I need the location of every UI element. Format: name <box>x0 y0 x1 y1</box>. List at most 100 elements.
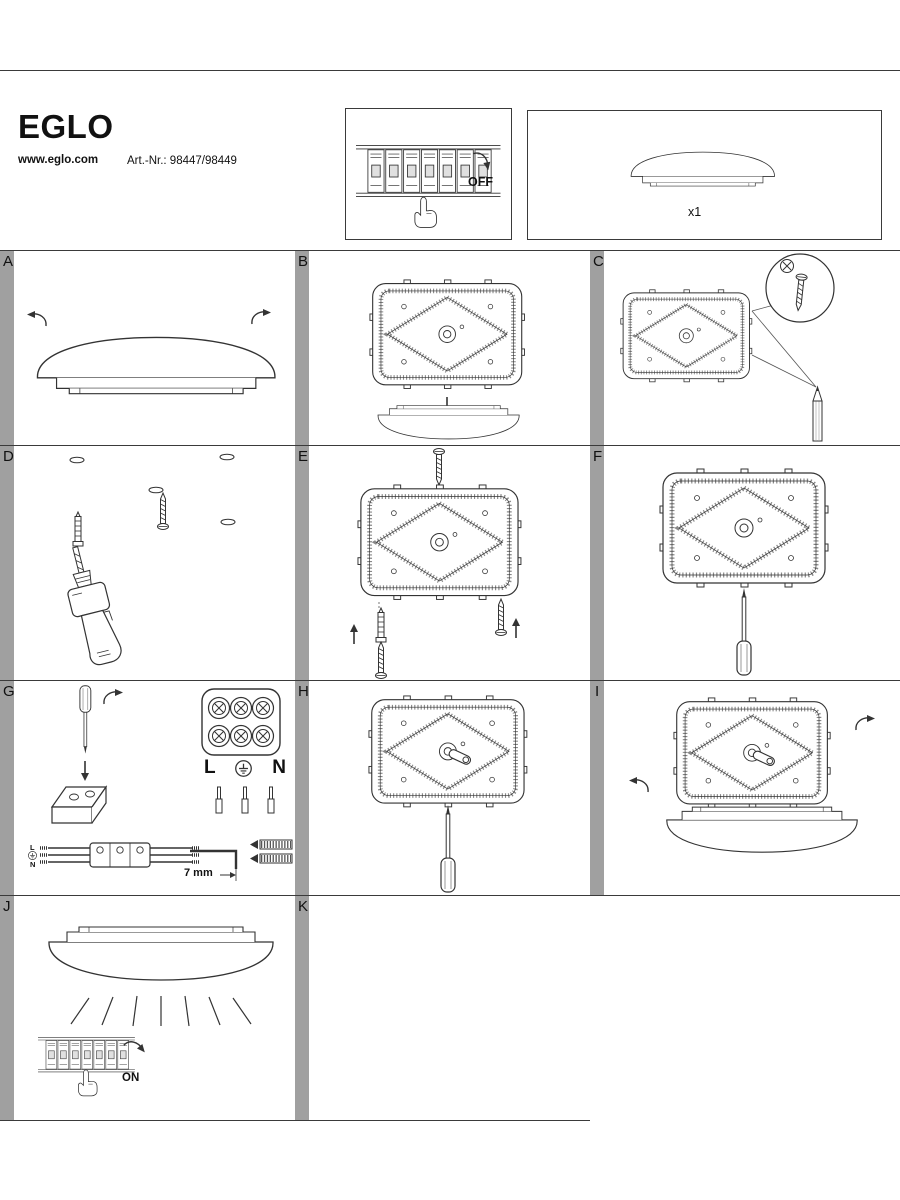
pencil-mark-icon <box>220 518 236 526</box>
earth-ground-icon <box>28 851 37 860</box>
quantity-label: x1 <box>688 205 702 219</box>
separator-bar <box>590 681 604 895</box>
step-label-e: E <box>298 448 309 465</box>
separator-bar <box>295 446 309 680</box>
mounting-backplate-icon <box>618 287 754 384</box>
strip-length-label: 7 mm <box>184 867 213 879</box>
pencil-mark-icon <box>219 453 235 461</box>
screwdriver-icon <box>440 804 456 893</box>
step-label-h: H <box>298 683 309 700</box>
separator-bar <box>295 896 309 1120</box>
power-off-instruction-box: OFF <box>345 108 512 240</box>
separator-bar <box>0 681 14 895</box>
step-label-d: D <box>3 448 14 465</box>
screw-head-symbol-icon <box>780 259 794 273</box>
wall-anchor-icon <box>375 607 387 643</box>
screw-icon <box>157 492 169 530</box>
step-g-panel: L N L N 7 mm <box>14 681 295 894</box>
wire-live-label: L <box>30 843 35 852</box>
step-label-j: J <box>3 898 11 915</box>
pointing-hand-icon <box>414 196 437 228</box>
terminal-neutral-label: N <box>272 757 286 778</box>
brand-logo: EGLO <box>18 108 114 145</box>
screw-icon <box>433 448 445 486</box>
earth-ground-icon <box>235 759 253 777</box>
mounting-backplate-icon <box>674 698 830 808</box>
rotation-arrow-icon <box>855 714 876 731</box>
step-k-panel <box>309 896 590 1119</box>
rotation-arrow-icon <box>251 308 272 325</box>
step-f-panel <box>604 446 900 679</box>
wire-ferrule-icon <box>267 786 275 814</box>
up-arrow-icon <box>511 617 521 639</box>
pencil-icon <box>812 386 823 442</box>
row-rule-3 <box>0 680 900 681</box>
mounting-backplate-icon <box>358 485 521 599</box>
pointing-hand-icon <box>78 1069 98 1097</box>
separator-bar <box>590 251 604 445</box>
ceiling-lamp-icon <box>666 806 858 853</box>
step-j-panel: ON <box>14 896 295 1119</box>
screwdriver-icon <box>736 587 752 676</box>
row-rule-2 <box>0 445 900 446</box>
screwdriver-icon <box>79 685 92 755</box>
mounting-backplate-icon <box>370 280 525 389</box>
step-c-panel <box>604 251 900 444</box>
step-label-g: G <box>3 683 15 700</box>
terminal-block-icon <box>202 689 280 755</box>
step-h-panel <box>309 681 590 894</box>
drill-icon <box>56 541 125 669</box>
terminal-labels: L N <box>204 757 286 779</box>
row-rule-4 <box>0 895 900 896</box>
step-e-panel <box>309 446 590 679</box>
header-top-rule <box>0 70 900 71</box>
separator-bar <box>295 681 309 895</box>
left-arrow-icon <box>250 854 258 863</box>
package-contents-box: x1 <box>527 110 882 240</box>
step-label-k: K <box>298 898 309 915</box>
step-label-i: I <box>595 683 600 700</box>
power-on-label: ON <box>122 1072 140 1084</box>
step-i-panel <box>604 681 900 894</box>
separator-bar <box>590 446 604 680</box>
step-label-b: B <box>298 253 309 270</box>
separator-bar <box>0 896 14 1120</box>
rotation-arrow-icon <box>628 776 649 793</box>
wire-ferrule-icon <box>215 786 223 814</box>
rotation-arrow-icon <box>26 310 47 327</box>
article-number: Art.-Nr.: 98447/98449 <box>127 155 237 167</box>
separator-bar <box>295 251 309 445</box>
mounting-backplate-icon <box>369 696 527 807</box>
left-arrow-icon <box>250 840 258 849</box>
screw-icon <box>375 641 387 679</box>
row-rule-5 <box>0 1120 590 1121</box>
row-rule-1 <box>0 250 900 251</box>
power-off-label: OFF <box>468 175 493 189</box>
website-text: www.eglo.com <box>18 154 99 166</box>
step-d-panel <box>14 446 295 679</box>
light-rays <box>70 995 252 1027</box>
bent-wire-icon <box>190 849 238 869</box>
ceiling-lamp-icon <box>377 405 520 440</box>
wall-anchor-icon <box>72 511 84 547</box>
rotation-arrow-icon <box>103 688 124 705</box>
step-label-a: A <box>3 253 14 270</box>
pencil-mark-icon <box>148 486 164 494</box>
pencil-mark-icon <box>69 456 85 464</box>
wire-neutral-label: N <box>30 860 36 869</box>
step-label-c: C <box>593 253 604 270</box>
screw-icon <box>495 598 507 636</box>
wire-ferrule-icon <box>241 786 249 814</box>
separator-bar <box>0 446 14 680</box>
step-label-f: F <box>593 448 603 465</box>
ceiling-lamp-icon <box>630 151 775 187</box>
step-a-panel <box>14 251 295 444</box>
mounting-backplate-icon <box>660 469 828 587</box>
ceiling-lamp-icon <box>48 926 274 981</box>
terminal-live-label: L <box>204 757 216 778</box>
ceiling-lamp-icon <box>36 336 276 395</box>
circuit-breaker-panel-icon <box>38 1038 135 1072</box>
separator-bar <box>0 251 14 445</box>
step-b-panel <box>309 251 590 444</box>
down-arrow-icon <box>80 760 90 782</box>
